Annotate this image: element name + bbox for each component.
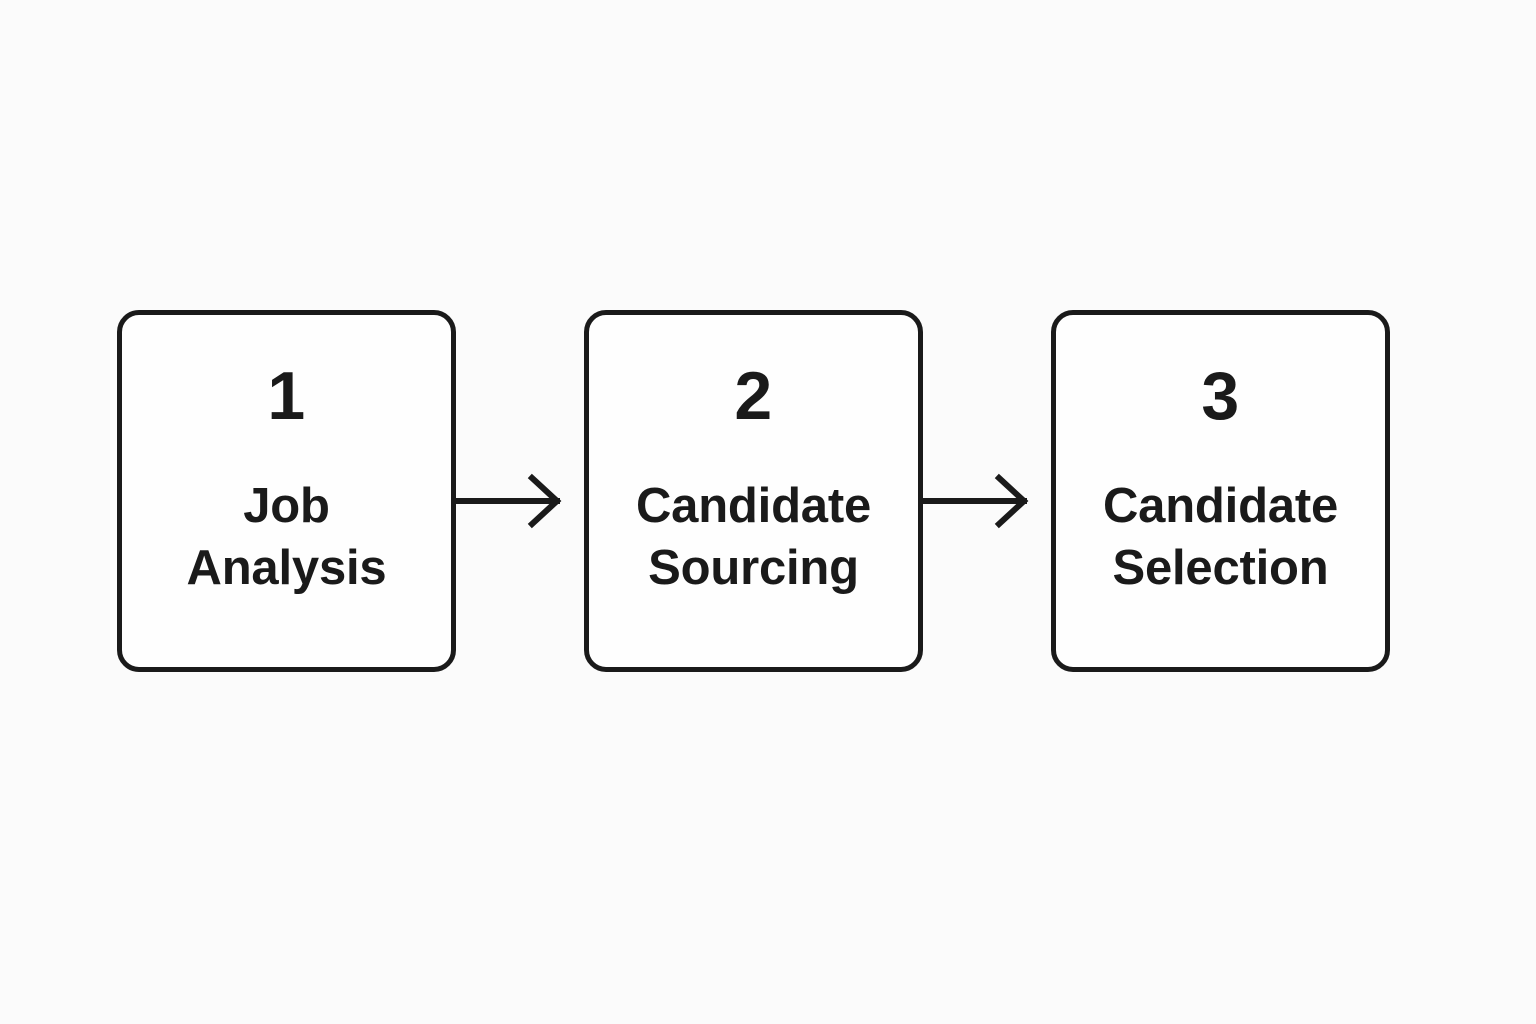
arrow-right-icon bbox=[456, 473, 562, 529]
connector-1-to-2 bbox=[456, 310, 584, 672]
process-step-1[interactable]: 1 Job Analysis bbox=[117, 310, 456, 672]
step-number: 1 bbox=[267, 358, 306, 434]
process-step-2[interactable]: 2 Candidate Sourcing bbox=[584, 310, 923, 672]
step-label: Candidate Sourcing bbox=[635, 479, 872, 595]
process-step-3[interactable]: 3 Candidate Selection bbox=[1051, 310, 1390, 672]
step-label: Candidate Selection bbox=[1102, 479, 1339, 595]
step-label: Job Analysis bbox=[186, 479, 387, 595]
process-flow-diagram: 1 Job Analysis 2 Candidate Sourcing 3 Ca… bbox=[117, 310, 1390, 672]
connector-2-to-3 bbox=[923, 310, 1051, 672]
step-number: 3 bbox=[1201, 358, 1240, 434]
arrow-right-icon bbox=[923, 473, 1029, 529]
step-number: 2 bbox=[734, 358, 773, 434]
